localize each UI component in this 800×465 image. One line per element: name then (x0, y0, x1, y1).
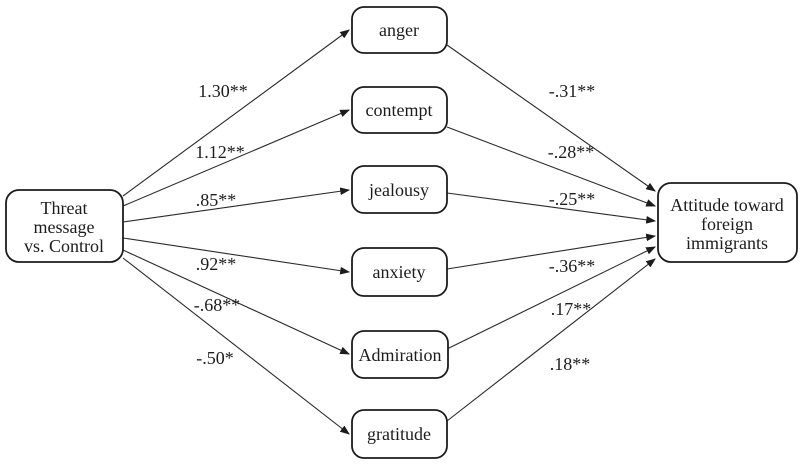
predictor-node: Threat message vs. Control (5, 189, 124, 263)
mediator-box-admiration (351, 330, 449, 379)
predictor-label-line1: Threat (41, 198, 88, 218)
coef-predictor-anxiety: .92** (196, 254, 237, 274)
mediator-node-gratitude: gratitude (351, 409, 448, 459)
outcome-label-line1: Attitude toward (670, 195, 783, 215)
predictor-box (5, 189, 124, 263)
coef-anxiety-outcome: -.36** (549, 256, 596, 276)
arrow-predictor-to-admiration (122, 249, 350, 355)
arrow-anxiety-to-outcome (446, 233, 657, 270)
arrow-predictor-to-contempt (122, 109, 351, 207)
arrow-anger-to-outcome (446, 44, 656, 192)
mediator-box-jealousy (351, 165, 448, 214)
outcome-node: Attitude toward foreign immigrants (657, 182, 798, 263)
mediator-node-anxiety: anxiety (351, 247, 448, 297)
arrow-predictor-to-gratitude (122, 257, 350, 435)
mediator-label-anxiety: anxiety (373, 262, 426, 282)
predictor-label-line2: message (34, 217, 95, 237)
mediator-node-jealousy: jealousy (351, 165, 448, 214)
coef-contempt-outcome: -.28** (548, 142, 595, 162)
arrow-predictor-to-anxiety (122, 237, 351, 275)
outcome-label-line2: foreign (701, 214, 753, 234)
coef-jealousy-outcome: -.25** (549, 189, 596, 209)
mediator-label-contempt: contempt (366, 100, 433, 120)
coef-predictor-admiration: -.68** (194, 295, 241, 315)
predictor-label-line3: vs. Control (24, 236, 104, 256)
arrow-gratitude-to-outcome (446, 258, 656, 422)
mediator-box-contempt (351, 86, 448, 134)
arrow-predictor-to-jealousy (122, 187, 351, 223)
mediator-label-jealousy: jealousy (368, 180, 429, 200)
mediator-node-anger: anger (351, 6, 448, 54)
coef-gratitude-outcome: .18** (550, 354, 591, 374)
mediator-label-gratitude: gratitude (367, 424, 431, 444)
mediator-box-anger (351, 6, 448, 54)
mediator-label-anger: anger (379, 20, 419, 40)
mediator-node-contempt: contempt (351, 86, 448, 134)
coef-predictor-contempt: 1.12** (195, 142, 245, 162)
arrow-predictor-to-anger (122, 29, 350, 197)
outcome-label-line3: immigrants (686, 233, 768, 253)
coef-admiration-outcome: .17** (551, 299, 592, 319)
coef-anger-outcome: -.31** (549, 81, 596, 101)
arrow-contempt-to-outcome (446, 126, 657, 207)
arrow-jealousy-to-outcome (446, 192, 657, 224)
mediator-label-admiration: Admiration (359, 345, 442, 365)
coef-predictor-gratitude: -.50* (196, 348, 234, 368)
mediator-box-anxiety (351, 247, 448, 297)
coef-predictor-anger: 1.30** (198, 81, 248, 101)
mediator-box-gratitude (351, 409, 448, 459)
coef-predictor-jealousy: .85** (196, 190, 237, 210)
arrow-admiration-to-outcome (446, 246, 656, 350)
mediator-node-admiration: Admiration (351, 330, 449, 379)
outcome-box (657, 182, 798, 263)
